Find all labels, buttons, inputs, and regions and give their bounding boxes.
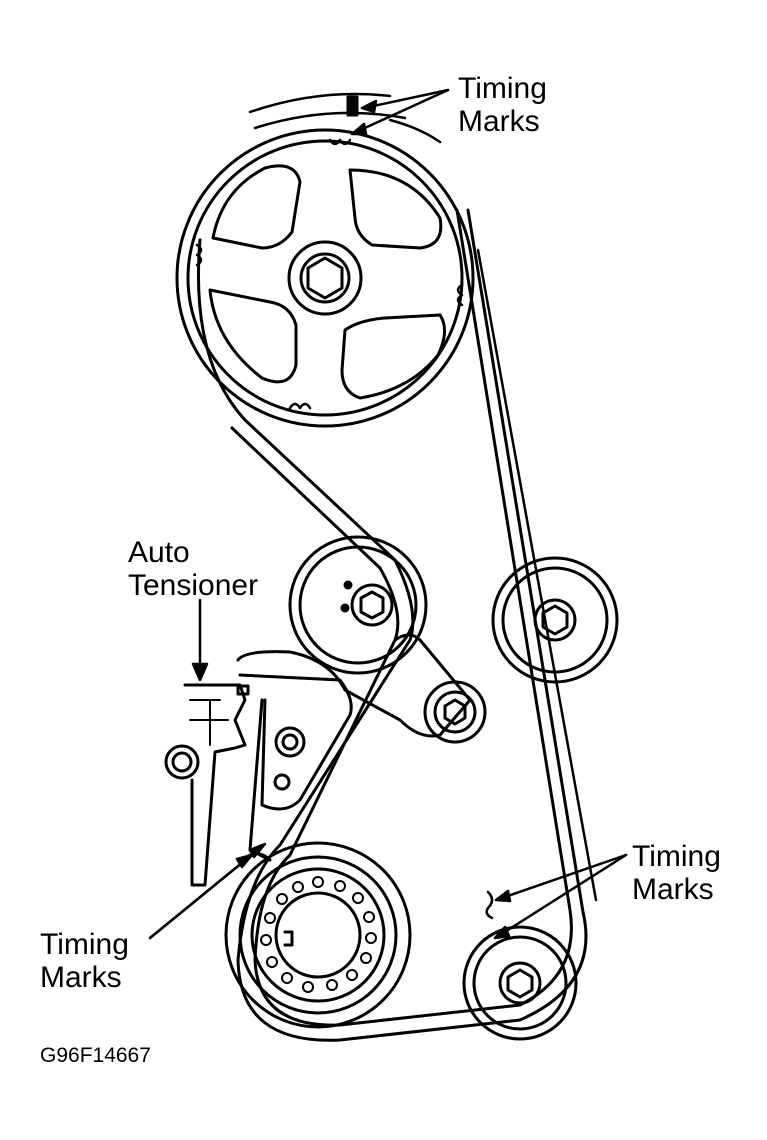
left-timing-marks-label: Timing Marks bbox=[40, 928, 129, 994]
camshaft-sprocket bbox=[175, 92, 475, 428]
auto-tensioner-label: Auto Tensioner bbox=[128, 536, 258, 602]
crankshaft-sprocket bbox=[224, 841, 412, 1029]
auto-tensioner bbox=[164, 683, 250, 887]
auto-tensioner-line2: Tensioner bbox=[128, 569, 259, 602]
top-timing-marks-label: Timing Marks bbox=[458, 72, 547, 138]
top-timing-line1: Timing bbox=[458, 72, 547, 105]
right-timing-line2: Marks bbox=[632, 873, 714, 906]
right-timing-marks-label: Timing Marks bbox=[632, 840, 721, 906]
leader-arrows bbox=[148, 88, 628, 940]
top-timing-line2: Marks bbox=[458, 105, 540, 138]
right-timing-line1: Timing bbox=[632, 840, 721, 873]
idler-pulley bbox=[288, 535, 428, 675]
figure-code: G96F14667 bbox=[40, 1044, 151, 1067]
lower-idler-pulley bbox=[462, 890, 578, 1041]
right-idler-pulley bbox=[491, 556, 619, 684]
tensioner-bracket bbox=[236, 633, 487, 862]
crank-bolt-holes bbox=[260, 876, 377, 993]
left-timing-line1: Timing bbox=[40, 928, 129, 961]
auto-tensioner-line1: Auto bbox=[128, 536, 190, 569]
left-timing-line2: Marks bbox=[40, 961, 122, 994]
